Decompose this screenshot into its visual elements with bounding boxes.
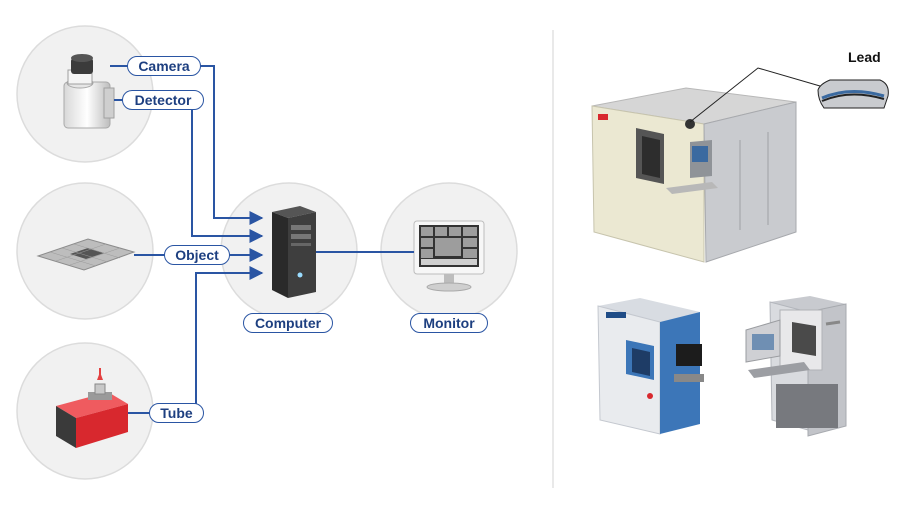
xray-machine-blue <box>597 298 704 435</box>
xray-cabinet-machine-large <box>591 87 797 263</box>
tube-label: Tube <box>149 403 204 423</box>
xray-tube-icon <box>56 368 128 448</box>
computer-label: Computer <box>243 313 333 333</box>
lead-callout <box>689 67 889 123</box>
object-plate-icon <box>36 238 136 271</box>
monitor-label: Monitor <box>410 313 488 333</box>
detector-label: Detector <box>122 90 204 110</box>
camera-label: Camera <box>127 56 201 76</box>
camera-detector-icon <box>63 54 115 129</box>
xray-machine-gray <box>745 296 847 437</box>
object-label: Object <box>164 245 230 265</box>
computer-tower-icon <box>272 206 316 298</box>
lead-label: Lead <box>848 49 881 65</box>
monitor-icon <box>413 220 485 292</box>
